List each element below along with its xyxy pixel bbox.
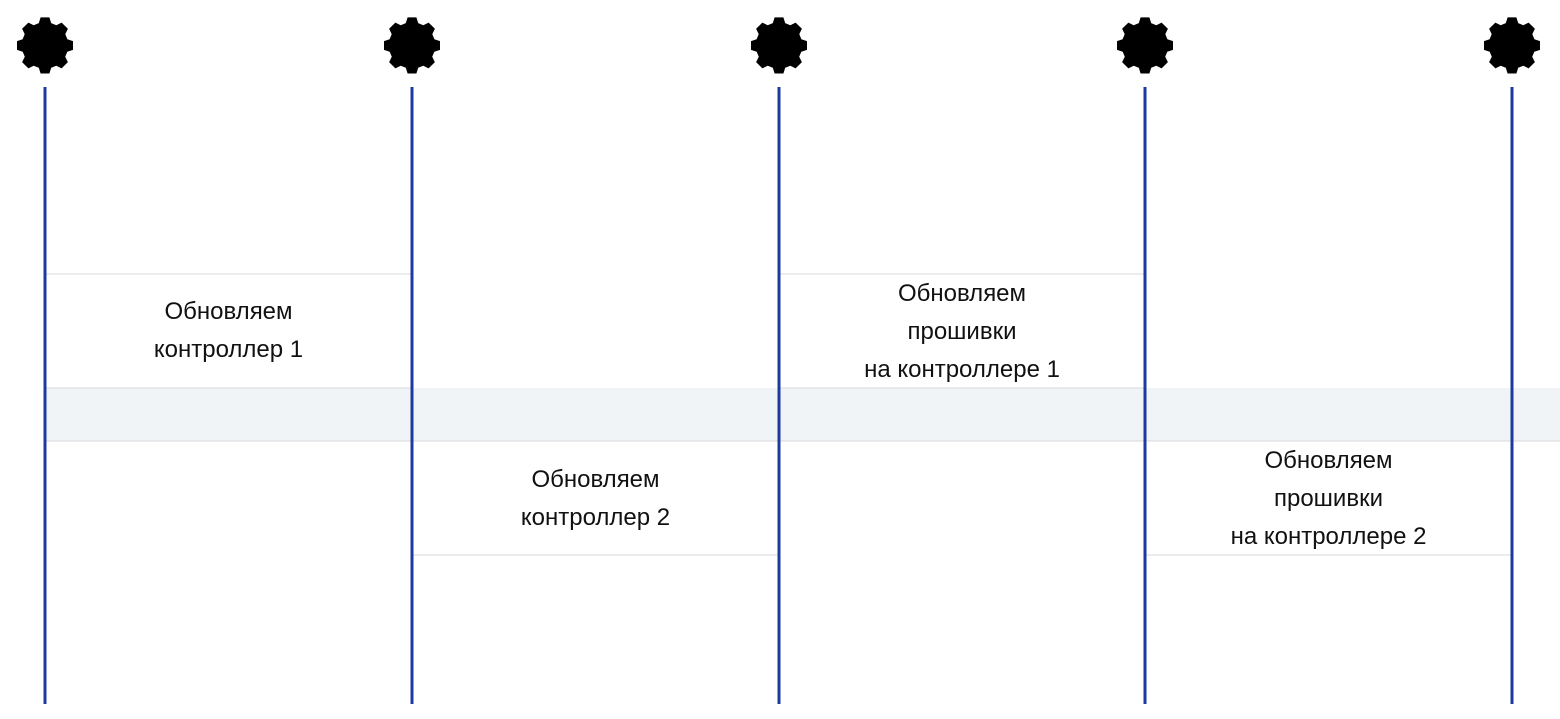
step-label-line: прошивки xyxy=(1273,485,1383,512)
step-label-update-firmware-controller-2: Обновляем прошивки на контроллере 2 xyxy=(1145,442,1512,556)
step-label-line: на контроллере 1 xyxy=(864,356,1060,383)
step-label-line: Обновляем xyxy=(531,466,660,493)
step-label-update-firmware-controller-1: Обновляем прошивки на контроллере 1 xyxy=(779,275,1145,389)
step-label-line: на контроллере 2 xyxy=(1230,523,1427,550)
gear-check-icon xyxy=(17,17,73,74)
gear-check-icon xyxy=(1484,17,1540,74)
step-label-line: Обновляем xyxy=(897,280,1027,307)
step-label-line: контроллер 2 xyxy=(520,504,671,531)
step-label-update-controller-1: Обновляем контроллер 1 xyxy=(45,293,412,369)
step-label-line: Обновляем xyxy=(164,298,293,325)
step-label-line: контроллер 1 xyxy=(153,336,304,363)
gear-check-icon xyxy=(751,17,807,74)
gear-check-icon xyxy=(384,17,440,74)
step-label-line: Обновляем xyxy=(1264,447,1393,474)
step-label-line: прошивки xyxy=(907,318,1017,345)
separator-band xyxy=(45,388,1560,441)
step-label-update-controller-2: Обновляем контроллер 2 xyxy=(412,461,779,537)
gear-check-icon xyxy=(1117,17,1173,74)
